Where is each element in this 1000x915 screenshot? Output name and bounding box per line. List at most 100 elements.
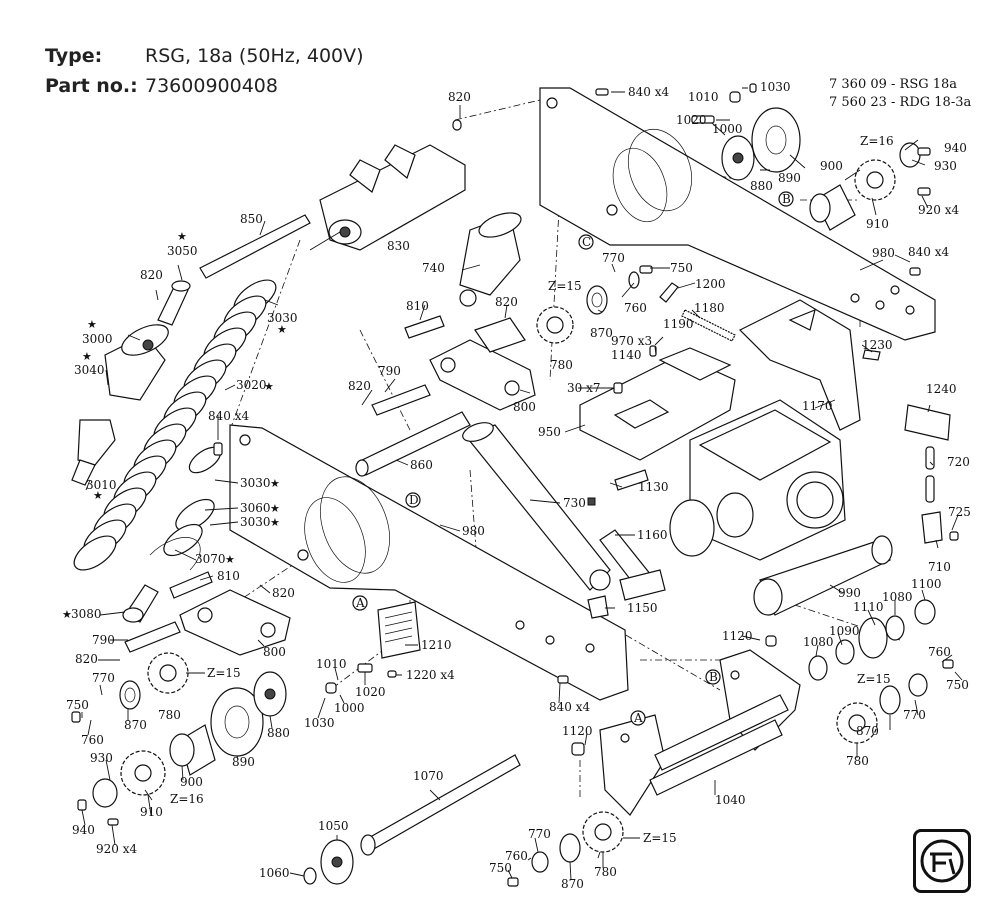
label-1030: 1030 <box>760 80 791 94</box>
label-920x4: 920 x4 <box>96 842 137 856</box>
label-810: 810 <box>406 299 429 313</box>
label-1190: 1190 <box>663 317 694 331</box>
label-1050: 1050 <box>318 819 349 833</box>
label-930: 930 <box>90 751 113 765</box>
label-750: 750 <box>946 678 969 692</box>
label-770: 770 <box>602 251 625 265</box>
washer-1110 <box>858 617 888 659</box>
gearbox <box>669 399 846 561</box>
label-30x7: 30 x7 <box>567 381 601 395</box>
label-990: 990 <box>838 586 861 600</box>
label-1210: 1210 <box>421 638 452 652</box>
label-1220x4: 1220 x4 <box>406 668 455 682</box>
hub-900-lower <box>169 724 216 776</box>
label-730: 730 <box>563 496 586 510</box>
fein-logo-mark <box>920 839 964 883</box>
label-820: 820 <box>140 268 163 282</box>
label-790: 790 <box>92 633 115 647</box>
label-900: 900 <box>180 775 203 789</box>
label-940: 940 <box>944 141 967 155</box>
leader-lines <box>81 87 963 881</box>
part-value: 73600900408 <box>145 75 278 97</box>
label-870: 870 <box>856 724 879 738</box>
svg-text:★: ★ <box>177 230 187 243</box>
pin-1130 <box>614 469 649 491</box>
label-770: 770 <box>92 671 115 685</box>
label-725: 725 <box>948 505 971 519</box>
callout-c: C <box>582 235 591 249</box>
label-3040: 3040 <box>74 363 105 377</box>
label-820: 820 <box>495 295 518 309</box>
label-970x3: 970 x3 <box>611 334 652 348</box>
part-line: Part no.:73600900408 <box>45 75 278 97</box>
label-3020: 3020 <box>236 378 267 392</box>
callout-b2: B <box>709 670 718 684</box>
svg-text:★: ★ <box>225 553 235 566</box>
spring-stack <box>73 279 277 571</box>
label-900: 900 <box>820 159 843 173</box>
label-790: 790 <box>378 364 401 378</box>
label-950: 950 <box>538 425 561 439</box>
pin-810-upper <box>404 315 445 339</box>
bearing-870-upper <box>586 285 608 315</box>
svg-text:★: ★ <box>87 318 97 331</box>
label-1070: 1070 <box>413 769 444 783</box>
label-850: 850 <box>240 212 263 226</box>
hub-900-upper <box>809 184 856 231</box>
housing-1170 <box>738 299 861 431</box>
label-880: 880 <box>750 179 773 193</box>
label-890: 890 <box>778 171 801 185</box>
block-710 <box>921 511 943 544</box>
callout-a1: A <box>355 596 365 610</box>
model-ref-1: 7 360 09 - RSG 18a <box>829 77 958 92</box>
gear-910-lower <box>120 750 166 796</box>
label-z15: Z=15 <box>857 672 891 686</box>
label-910: 910 <box>866 217 889 231</box>
label-1120: 1120 <box>562 724 593 738</box>
label-770: 770 <box>903 708 926 722</box>
label-1240: 1240 <box>926 382 957 396</box>
label-910: 910 <box>140 805 163 819</box>
label-1020: 1020 <box>676 113 707 127</box>
washer-760-right <box>908 673 928 697</box>
label-780: 780 <box>158 708 181 722</box>
label-930: 930 <box>934 159 957 173</box>
label-3070: 3070 <box>195 552 226 566</box>
gear-780-bottom <box>582 811 624 853</box>
label-920x4: 920 x4 <box>918 203 959 217</box>
pin-810-lower <box>169 571 213 599</box>
label-760: 760 <box>81 733 104 747</box>
washer-770-bottom <box>531 851 549 873</box>
label-3080: 3080 <box>71 607 102 621</box>
svg-text:★: ★ <box>62 608 72 621</box>
label-880: 880 <box>267 726 290 740</box>
svg-text:★: ★ <box>277 323 287 336</box>
washer-1080-b <box>808 655 828 681</box>
label-1010: 1010 <box>316 657 347 671</box>
bearing-870-left <box>119 680 141 710</box>
label-1020: 1020 <box>355 685 386 699</box>
label-780: 780 <box>550 358 573 372</box>
gear-910-upper <box>854 159 896 201</box>
small-screws <box>71 83 959 887</box>
label-1180: 1180 <box>694 301 725 315</box>
tag-1230 <box>862 349 881 361</box>
square-marker-icon <box>587 497 596 506</box>
callout-b1: B <box>782 192 791 206</box>
rod-850 <box>199 214 311 279</box>
label-z15: Z=15 <box>207 666 241 680</box>
threaded-rod-1180 <box>681 309 736 342</box>
label-1150: 1150 <box>627 601 658 615</box>
bolt-3080 <box>122 584 159 623</box>
label-3030: 3030 <box>240 476 271 490</box>
bearing-870-right <box>879 685 901 715</box>
svg-text:★: ★ <box>270 502 280 515</box>
washer-1090 <box>835 639 855 665</box>
label-1060: 1060 <box>259 866 290 880</box>
bearing-870-bottom <box>559 833 581 863</box>
svg-text:★: ★ <box>270 477 280 490</box>
washer-890-upper <box>751 107 801 173</box>
label-750: 750 <box>670 261 693 275</box>
pin-1150 <box>587 595 609 619</box>
